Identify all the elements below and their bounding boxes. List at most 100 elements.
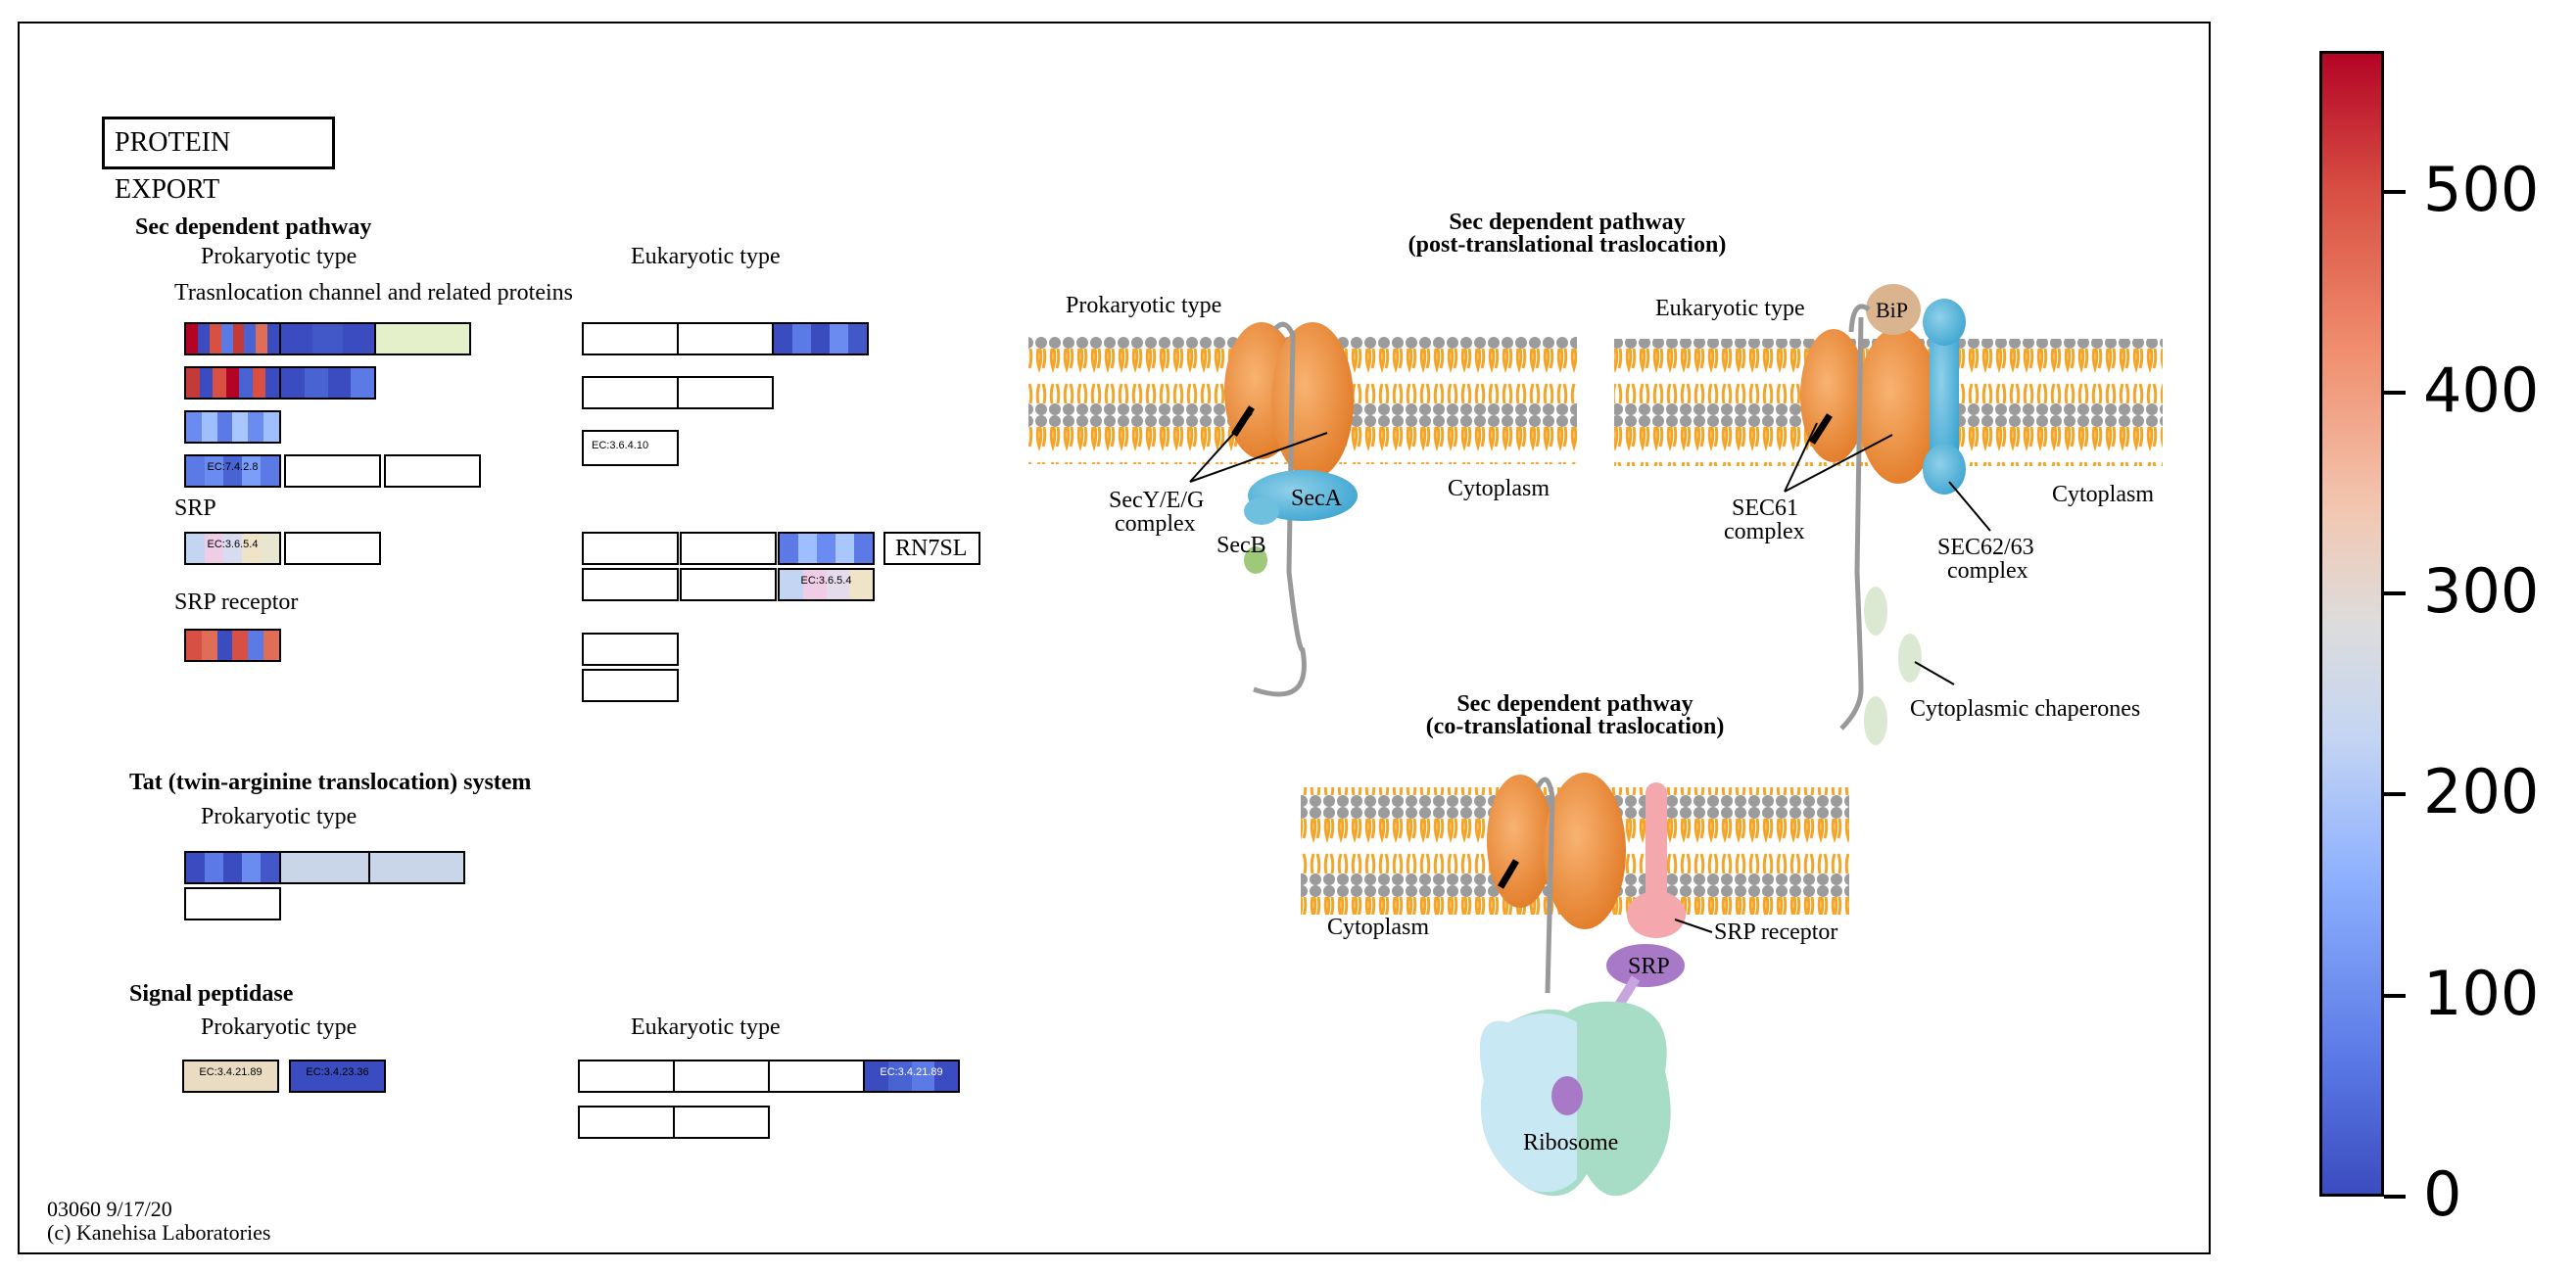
diag-cytoplasm-2: Cytoplasm (2052, 482, 2154, 507)
diag-secyeg-1: SecY/E/G (1109, 488, 1204, 513)
gene-box[interactable] (778, 532, 875, 565)
gene-box-ec-3654[interactable]: EC:3.6.5.4 (184, 532, 281, 565)
gene-box[interactable] (184, 366, 281, 400)
sec62-63 (1930, 317, 1959, 474)
srp (1606, 944, 1685, 987)
gene-box[interactable] (279, 322, 376, 355)
gene-box-ec-36410[interactable]: EC:3.6.4.10 (582, 430, 679, 466)
gene-box-empty[interactable] (284, 532, 381, 565)
translocation-illustration: Sec dependent pathway (post-translationa… (1028, 210, 2163, 1197)
diag-srp-receptor: SRP receptor (1714, 919, 1837, 945)
tat-prokaryotic-label: Prokaryotic type (201, 804, 358, 829)
gene-box-empty[interactable] (184, 887, 281, 920)
diag-cytoplasm-3: Cytoplasm (1327, 915, 1429, 940)
map-title: PROTEIN EXPORT (102, 117, 335, 205)
gene-box[interactable] (368, 851, 465, 884)
gene-label: EC:3.6.5.4 (207, 539, 259, 550)
gene-box-empty[interactable] (677, 376, 774, 409)
gene-box-empty[interactable] (768, 1060, 865, 1093)
gene-box[interactable] (374, 322, 471, 355)
colorbar-tick-label: 300 (2423, 555, 2540, 628)
gene-box[interactable] (772, 322, 869, 355)
sec61-subunit (1544, 773, 1626, 929)
srp-receptor (1646, 782, 1667, 919)
gene-box-ec-342189a[interactable]: EC:3.4.21.89 (182, 1060, 279, 1093)
diag-cytoplasm-1: Cytoplasm (1448, 476, 1550, 501)
srp-receptor-label: SRP receptor (174, 589, 299, 615)
gene-label: EC:3.6.5.4 (800, 575, 852, 587)
post-title-2: (post-translational traslocation) (1408, 232, 1727, 258)
diag-sec6263-1: SEC62/63 (1937, 535, 2034, 560)
colorbar-tick-label: 0 (2423, 1158, 2462, 1230)
gene-box[interactable] (184, 410, 281, 444)
secyeg-subunit (1271, 322, 1354, 479)
colorbar-tick-label: 400 (2423, 354, 2540, 426)
colorbar-tick-label: 200 (2423, 756, 2540, 828)
diag-seca: SecA (1291, 486, 1343, 511)
diag-eukaryotic: Eukaryotic type (1655, 296, 1805, 321)
colorbar (2319, 51, 2384, 1197)
gene-label: EC:3.4.21.89 (199, 1066, 262, 1078)
diag-secb: SecB (1216, 533, 1266, 558)
diag-sec61-1: SEC61 (1732, 495, 1798, 521)
tat-heading: Tat (twin-arginine translocation) system (129, 770, 532, 795)
eukaryotic-label: Eukaryotic type (631, 244, 781, 269)
chaperone (1864, 587, 1887, 636)
pathway-map: PROTEIN EXPORT Sec dependent pathway Pro… (18, 22, 2211, 1254)
diag-sec61-2: complex (1724, 519, 1805, 544)
colorbar-tick (2384, 792, 2406, 797)
gene-box-empty[interactable] (680, 568, 777, 601)
gene-box-ec-342189b[interactable]: EC:3.4.21.89 (863, 1060, 960, 1093)
translocation-channel-label: Trasnlocation channel and related protei… (174, 280, 573, 306)
colorbar-tick (2384, 1195, 2406, 1199)
signal-peptidase-heading: Signal peptidase (129, 981, 294, 1007)
diag-ribosome: Ribosome (1523, 1130, 1618, 1155)
prokaryotic-label: Prokaryotic type (201, 244, 358, 269)
chaperone (1898, 634, 1922, 683)
gene-box-empty[interactable] (578, 1106, 675, 1139)
gene-label: EC:3.4.21.89 (880, 1066, 943, 1078)
gene-box-rn7sl[interactable]: RN7SL (883, 532, 980, 565)
gene-box-ec-3654b[interactable]: EC:3.6.5.4 (778, 568, 875, 601)
diag-srp: SRP (1628, 954, 1670, 979)
sp-eukaryotic-label: Eukaryotic type (631, 1014, 781, 1040)
secb (1244, 546, 1267, 574)
sp-prokaryotic-label: Prokaryotic type (201, 1014, 358, 1040)
gene-box-empty[interactable] (384, 454, 481, 488)
gene-box-empty[interactable] (582, 532, 679, 565)
diag-secyeg-2: complex (1115, 511, 1196, 537)
gene-box-empty[interactable] (582, 633, 679, 666)
diag-chaperones: Cytoplasmic chaperones (1910, 696, 2140, 722)
gene-label: EC:7.4.2.8 (207, 461, 259, 473)
sec61-subunit (1487, 775, 1553, 908)
colorbar-tick-label: 500 (2423, 153, 2540, 225)
diag-prokaryotic: Prokaryotic type (1066, 293, 1221, 318)
bip (1866, 284, 1921, 335)
gene-box-empty[interactable] (680, 532, 777, 565)
gene-box-empty[interactable] (582, 568, 679, 601)
copyright: (c) Kanehisa Laboratories (47, 1220, 271, 1245)
srp-label: SRP (174, 495, 216, 521)
colorbar-tick (2384, 993, 2406, 998)
co-title-2: (co-translational traslocation) (1426, 714, 1725, 739)
gene-box[interactable] (184, 629, 281, 662)
gene-box-empty[interactable] (582, 669, 679, 702)
gene-box-empty[interactable] (673, 1060, 770, 1093)
chaperone (1864, 696, 1887, 745)
diag-sec6263-2: complex (1947, 558, 2028, 584)
sec61-subunit (1857, 327, 1939, 484)
gene-box-ec-7428[interactable]: EC:7.4.2.8 (184, 454, 281, 488)
colorbar-tick (2384, 189, 2406, 194)
post-title-1: Sec dependent pathway (1449, 210, 1685, 235)
map-id: 03060 9/17/20 (47, 1197, 172, 1221)
gene-box-empty[interactable] (578, 1060, 675, 1093)
gene-box-ec-342336[interactable]: EC:3.4.23.36 (289, 1060, 386, 1093)
gene-box-empty[interactable] (582, 322, 679, 355)
colorbar-tick (2384, 390, 2406, 395)
gene-box[interactable] (184, 322, 281, 355)
gene-box[interactable] (279, 366, 376, 400)
gene-box-empty[interactable] (284, 454, 381, 488)
gene-label: EC:3.4.23.36 (306, 1066, 369, 1078)
gene-box-empty[interactable] (673, 1106, 770, 1139)
sec-dependent-heading: Sec dependent pathway (135, 214, 372, 240)
